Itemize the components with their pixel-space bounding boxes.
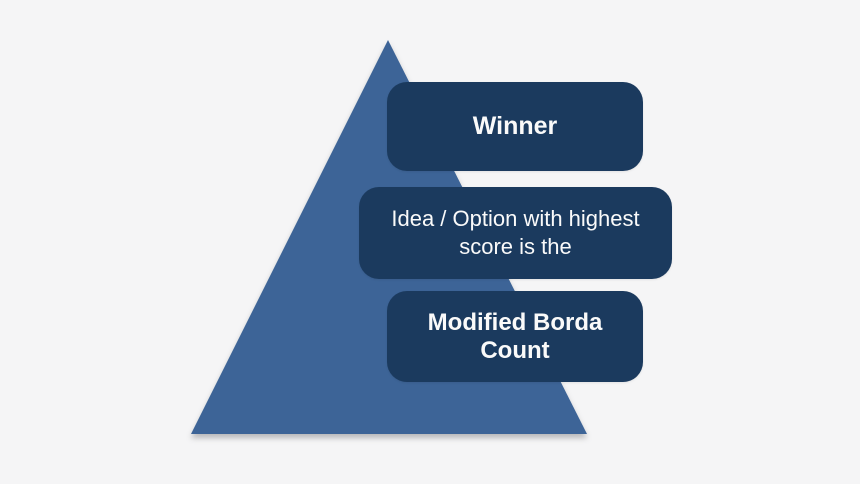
method-line-1: Modified Borda	[427, 308, 603, 336]
description-box: Idea / Option with highest score is the	[359, 187, 672, 279]
method-line-2: Count	[480, 336, 550, 364]
winner-box: Winner	[387, 82, 643, 171]
description-line-2: score is the	[459, 234, 572, 259]
winner-label: Winner	[472, 112, 558, 140]
method-box: Modified Borda Count	[387, 291, 643, 382]
description-line-1: Idea / Option with highest	[391, 206, 640, 231]
